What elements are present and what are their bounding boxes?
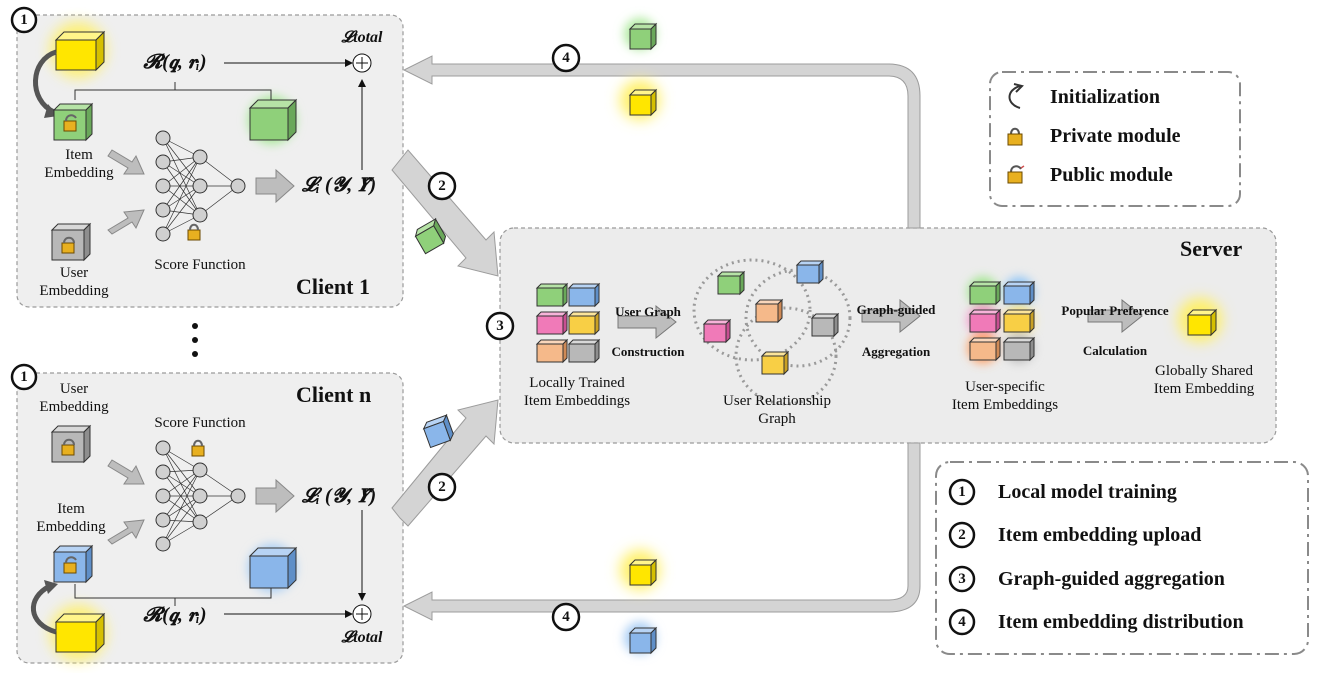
badge-server-num: 3 [496,318,504,334]
clientn-score-function-label: Score Function [154,415,246,431]
user-specific-label: User-specific Item Embeddings [951,379,1059,413]
badge-distribute-top-num: 4 [562,50,570,66]
step-legend-1: Local model training [998,481,1177,503]
item-embedding-cube [52,102,94,142]
step-badge-client1 [10,6,38,34]
item-embedding-cube-n [52,544,94,584]
network-lock-icon [187,223,201,241]
badge-distribute-bottom-num: 4 [562,609,570,625]
step-legend-num-1: 1 [958,484,966,500]
step-legend-3: Graph-guided aggregation [998,568,1225,590]
client1-user-embedding-label: User Embedding [39,265,109,299]
legend-public-module: Public module [1050,164,1173,186]
user-relationship-graph-label: User Relationship Graph [723,393,831,427]
legend-initialization: Initialization [1050,86,1161,108]
step-badge-distribute-bottom [551,602,581,632]
arrow-popular-preference [1087,298,1143,334]
step-badge-distribute-top [551,43,581,73]
globally-shared-cube [1186,308,1218,337]
client1-loss-total: 𝓛total [341,29,383,46]
clientn-loss-total: 𝓛total [341,629,383,646]
step-legend-4: Item embedding distribution [998,611,1244,633]
step-legend-box [935,461,1309,655]
client1-reg-term: 𝓡(𝒒, 𝒓ᵢ) [143,51,207,73]
arrow-user-graph [617,304,677,340]
step-legend-2: Item embedding upload [998,524,1202,546]
step-badge-server [485,311,515,341]
step-badge-upload-top [427,171,457,201]
lock-closed-icon [1007,127,1023,146]
upload-arrow-bottom [391,399,499,527]
locally-trained-label: Locally Trained Item Embeddings [523,375,631,409]
icon-legend-box [989,71,1241,207]
locally-trained-cubes [535,282,601,364]
step-badge-clientn [10,363,38,391]
clientn-title: Client n [296,382,372,407]
user-embedding-cube [50,222,92,262]
step-legend-num-3: 3 [958,571,966,587]
graph-guided-aggregation-label: Graph-guided Aggregation [856,302,936,359]
badge-upload-top-num: 2 [438,178,446,194]
arrow-graph-guided [861,298,921,334]
globally-shared-label: Globally Shared Item Embedding [1153,363,1255,397]
clientn-reg-term: 𝓡(𝒒, 𝒓ᵢ) [143,604,207,626]
legend-private-module: Private module [1050,125,1181,147]
user-specific-cubes [968,277,1036,363]
client1-loss-local: 𝓛ᵢ (𝓨, 𝒀̂) [302,174,377,196]
user-embedding-cube-n [50,424,92,464]
upload-arrow-top [391,149,499,277]
client1-title: Client 1 [296,274,370,299]
initialization-arrow-icon [1008,85,1021,109]
client1-content [10,6,372,262]
client1-item-embedding-label: Item Embedding [44,147,114,181]
initial-embedding-cube [54,30,106,72]
step-legend-num-2: 2 [958,527,966,543]
distribution-arrow-bottom [402,442,921,621]
server-title: Server [1180,236,1243,261]
step-legend-num-4: 4 [958,614,966,630]
user-relationship-graph-shape [692,258,852,406]
step-badge-upload-bottom [427,472,457,502]
clientn-user-embedding-label: User Embedding [39,381,109,415]
score-function-network [162,137,239,235]
client1-score-function-label: Score Function [154,257,246,273]
step-badge-client1-num: 1 [20,12,28,28]
distribution-arrow-top [402,55,921,229]
badge-upload-bottom-num: 2 [438,479,446,495]
clientn-content [10,363,372,661]
lock-open-icon [1007,165,1025,184]
popular-preference-label: Popular Preference Calculation [1061,303,1169,358]
clientn-loss-local: 𝓛ᵢ (𝓨, 𝒀̂) [302,485,377,507]
step-badge-clientn-num: 1 [20,369,28,385]
clientn-item-embedding-label: Item Embedding [36,501,106,535]
user-graph-construction-label: User Graph Construction [611,304,685,359]
uploaded-embedding-cube [248,98,298,142]
